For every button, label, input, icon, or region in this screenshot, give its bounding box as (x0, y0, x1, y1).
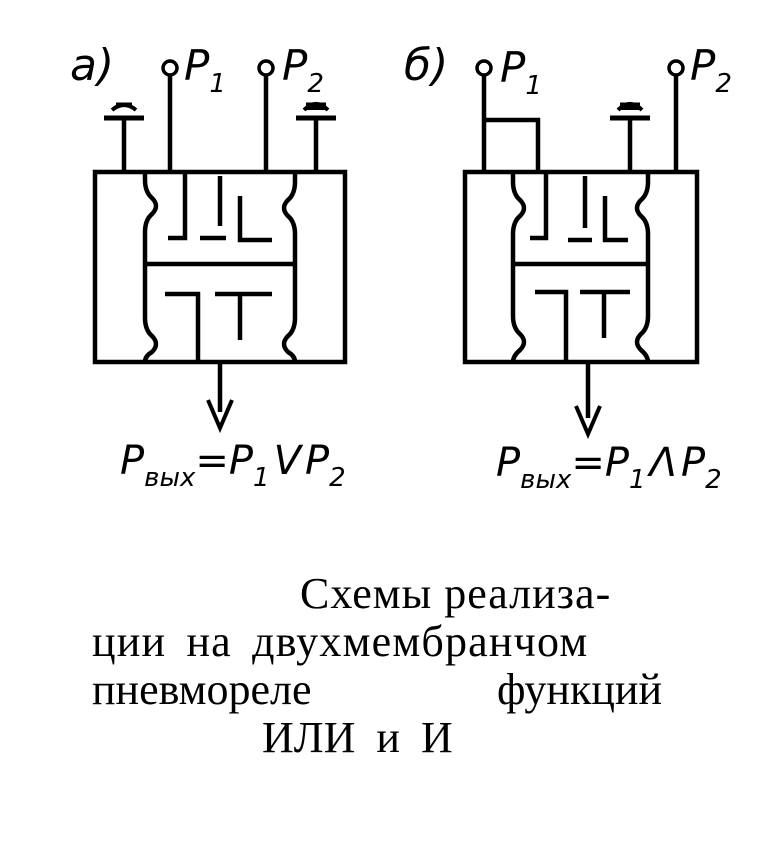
panel-a-input1-terminal (161, 59, 179, 77)
caption-line-4: ИЛИ и И (262, 713, 453, 762)
caption-line-3: пневмореле функций (92, 666, 662, 714)
panel-a-lower-pusher-right (215, 291, 272, 340)
panel-a-upper-pusher-mid (200, 176, 226, 241)
panel-b-input1-label: P1 (500, 43, 542, 101)
panel-b-input1-bracket (484, 117, 541, 172)
panel-b-output-arrowhead (574, 405, 602, 440)
panel-a-right-diaphragm (281, 172, 298, 363)
panel-a-or-relay (92, 59, 348, 434)
panel-b-lower-pusher-left (535, 289, 569, 362)
panel-b-right-diaphragm (634, 172, 651, 363)
panel-a-upper-pusher-left (168, 172, 188, 241)
panel-b-input2-terminal (667, 59, 685, 77)
figure-caption: Схемы реализа- ции на двухмембранчом пне… (0, 560, 759, 762)
panel-b-input2-label: P2 (690, 41, 732, 99)
panel-a-input2-label: P2 (282, 41, 324, 99)
panel-b-left-diaphragm (510, 172, 527, 363)
panel-b-upper-pusher-right (602, 196, 628, 243)
panel-a-input1-label: P1 (184, 41, 226, 99)
panel-b-housing (462, 169, 700, 365)
panel-a-right-vent (296, 102, 336, 172)
caption-line-3-right: функций (497, 665, 662, 714)
panel-b-and-relay (462, 59, 700, 440)
panel-b-lower-pusher-right (580, 289, 630, 338)
panel-a-letter: а) (70, 40, 114, 91)
caption-line-1: Схемы реализа- (300, 569, 612, 618)
panel-b-upper-pusher-left (530, 172, 549, 241)
panel-b-input1-terminal (475, 59, 493, 77)
panel-a-left-diaphragm (142, 172, 159, 363)
panel-b-upper-pusher-mid (568, 176, 592, 243)
panel-a-lower-pusher-left (165, 291, 201, 362)
panel-a-input2-terminal (257, 59, 275, 77)
caption-line-3-left: пневмореле (92, 665, 312, 714)
panel-a-left-vent (104, 102, 144, 172)
panel-b-letter: б) (404, 40, 448, 91)
panel-b-center-vent (610, 102, 650, 172)
panel-a-output-arrowhead (206, 399, 234, 434)
panel-a-upper-pusher-right (237, 196, 272, 243)
caption-line-2: ции на двухмембранчом (92, 617, 589, 666)
